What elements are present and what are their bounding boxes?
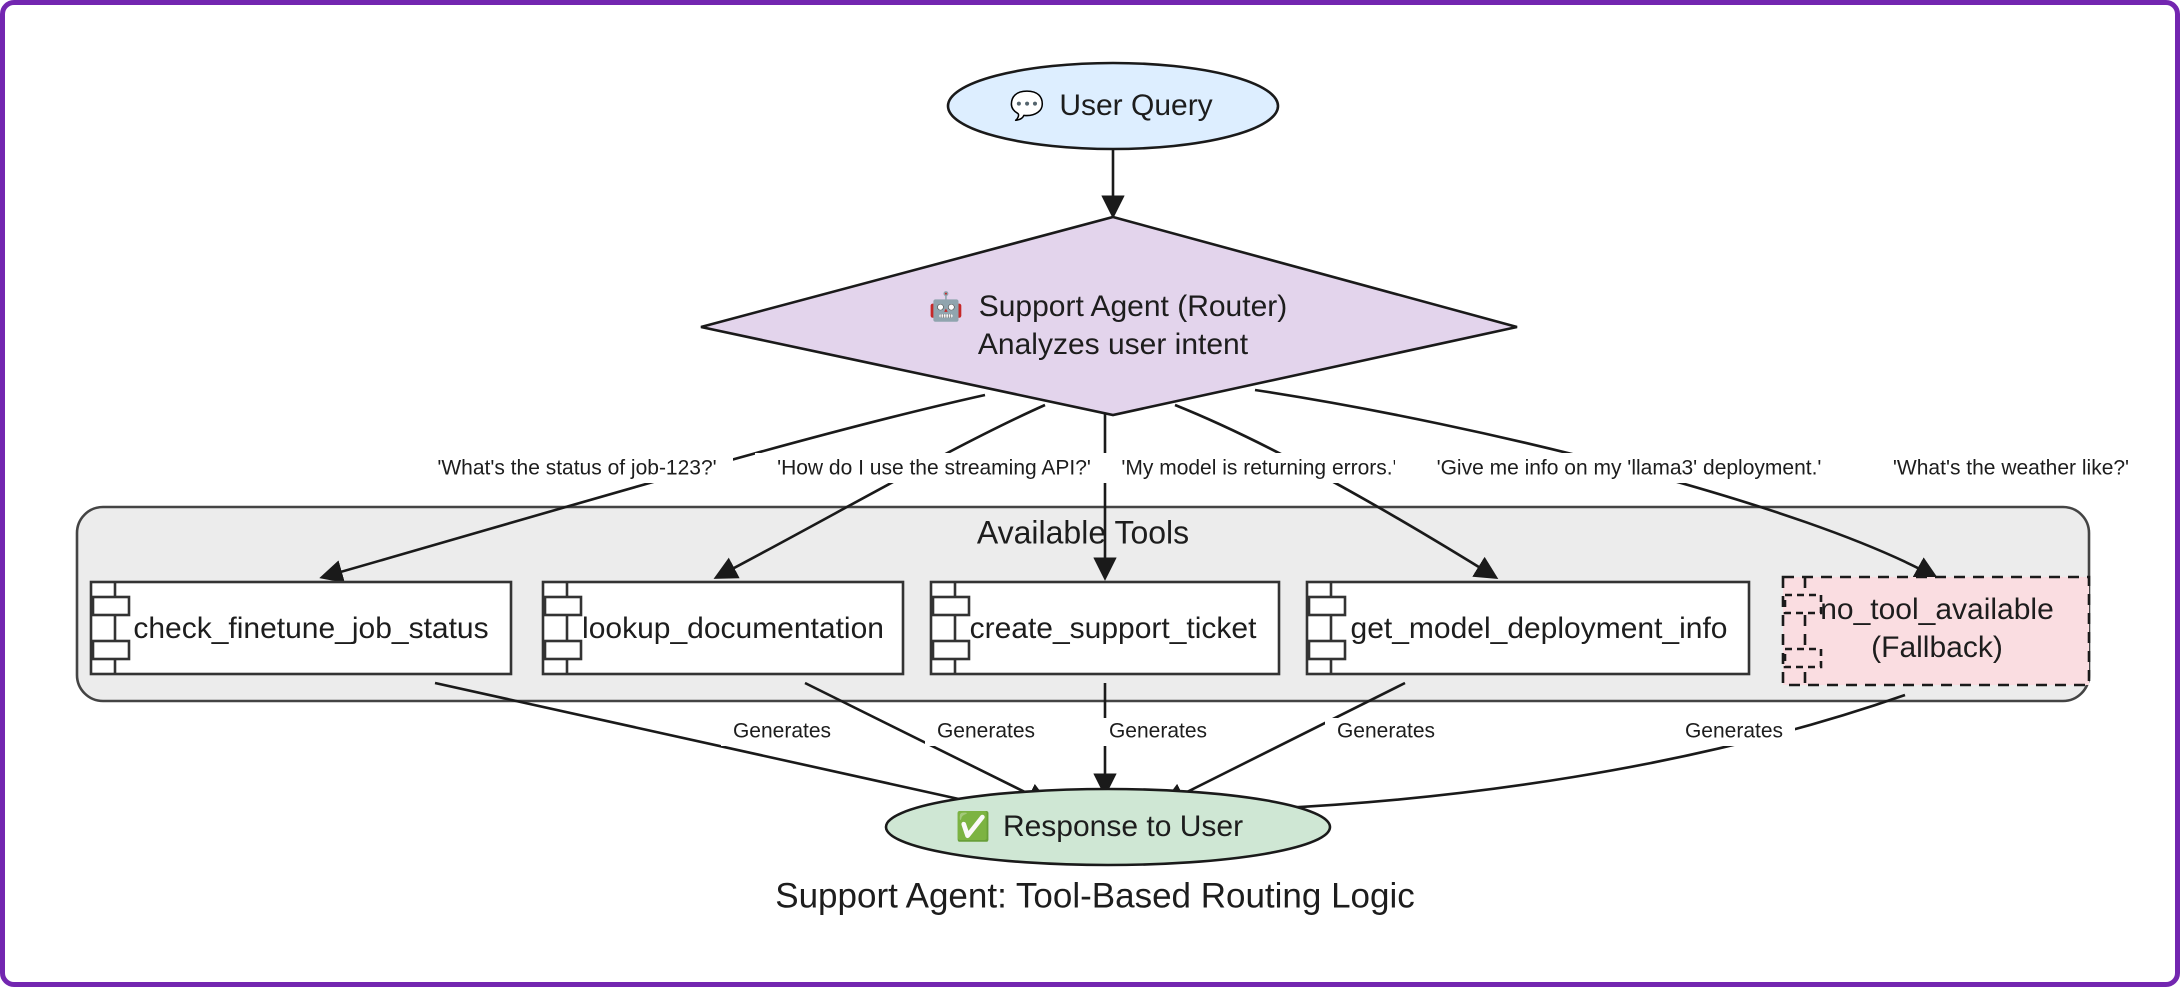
tool-body[interactable] [1305, 580, 1751, 676]
tool-tab-top [91, 595, 131, 617]
user-query-shape[interactable] [946, 61, 1280, 151]
edge-label-bg [1109, 453, 1409, 483]
user-query-label: User Query [1059, 89, 1212, 122]
edge-no-tool-available-to-response [1199, 693, 1906, 823]
cluster-label: Available Tools [977, 514, 1189, 550]
edge-label-router-to-no-tool-available: 'What's the weather like?' [1893, 457, 2129, 480]
tool-tab-bottom [931, 639, 971, 661]
edge-label-router-to-lookup-documentation: 'How do I use the streaming API?' [777, 457, 1091, 480]
tool-label: no_tool_available [1820, 593, 2054, 626]
tool-to-response-edges: Generates Generates Generates Generates … [434, 681, 1906, 823]
tool-tab-bottom [1307, 639, 1347, 661]
router-to-tool-edges: 'What's the status of job-123?' 'How do … [319, 388, 2149, 583]
edge-get-model-deployment-info-to-response [1161, 681, 1406, 805]
tool-tab-top [1307, 595, 1347, 617]
edge-label-bg [1673, 718, 1795, 746]
tool-label: lookup_documentation [582, 612, 884, 645]
tool-tab-bottom [91, 639, 131, 661]
tool-label: get_model_deployment_info [1351, 612, 1728, 645]
edge-label-router-to-get-model-deployment-info: 'Give me info on my 'llama3' deployment.… [1437, 457, 1822, 480]
tool-node-get-model-deployment-info[interactable]: get_model_deployment_info [1305, 580, 1751, 676]
speech-balloon-icon: 💬 [1010, 89, 1045, 122]
edge-label-bg [721, 718, 843, 746]
edge-label-bg [1395, 453, 1863, 483]
edge-label-bg [1873, 453, 2149, 483]
edge-label-router-to-create-support-ticket: 'My model is returning errors.' [1121, 457, 1396, 480]
tool-tab-top [543, 595, 583, 617]
router-diamond-shape[interactable] [700, 215, 1518, 417]
tool-node-no-tool-available[interactable]: no_tool_available (Fallback) [1781, 575, 2091, 687]
edge-label-generates-3: Generates [1109, 720, 1207, 743]
diagram-title: Support Agent: Tool-Based Routing Logic [775, 876, 1415, 915]
edge-label-generates-5: Generates [1685, 720, 1783, 743]
response-label: Response to User [1003, 810, 1243, 843]
router-label-line2: Analyzes user intent [978, 328, 1249, 361]
tool-tab-top [931, 595, 971, 617]
edge-label-router-to-check-finetune-job-status: 'What's the status of job-123?' [437, 457, 716, 480]
support-agent-router-node[interactable]: 🤖 Support Agent (Router) Analyzes user i… [700, 215, 1518, 417]
edge-label-generates-4: Generates [1337, 720, 1435, 743]
tool-label: check_finetune_job_status [133, 612, 488, 645]
tool-body[interactable] [1781, 575, 2091, 687]
tool-node-check-finetune-job-status[interactable]: check_finetune_job_status [89, 580, 513, 676]
edge-label-generates-1: Generates [733, 720, 831, 743]
edge-label-bg [1325, 718, 1447, 746]
tool-tab-bottom [543, 639, 583, 661]
tool-label-secondary: (Fallback) [1871, 631, 2003, 664]
edge-label-bg [421, 453, 733, 483]
edge-label-generates-2: Generates [937, 720, 1035, 743]
edge-check-finetune-job-status-to-response [434, 681, 1017, 819]
tool-node-create-support-ticket[interactable]: create_support_ticket [929, 580, 1281, 676]
tool-body[interactable] [541, 580, 905, 676]
flowchart-svg: Available Tools 'What's the status of jo… [75, 61, 2149, 915]
tool-tab-top [1783, 593, 1823, 615]
edge-label-bg [1097, 718, 1219, 746]
router-label-line1: Support Agent (Router) [979, 290, 1288, 323]
tool-body[interactable] [89, 580, 513, 676]
robot-icon: 🤖 [929, 290, 964, 323]
tool-tab-bottom [1783, 647, 1823, 669]
edge-label-bg [925, 718, 1047, 746]
response-to-user-node[interactable]: ✅ Response to User [884, 787, 1332, 867]
tool-body[interactable] [929, 580, 1281, 676]
user-query-node[interactable]: 💬 User Query [946, 61, 1280, 151]
tool-node-lookup-documentation[interactable]: lookup_documentation [541, 580, 905, 676]
tool-label: create_support_ticket [970, 612, 1257, 645]
response-shape[interactable] [884, 787, 1332, 867]
edge-label-bg [755, 453, 1113, 483]
check-mark-button-icon: ✅ [956, 810, 991, 843]
